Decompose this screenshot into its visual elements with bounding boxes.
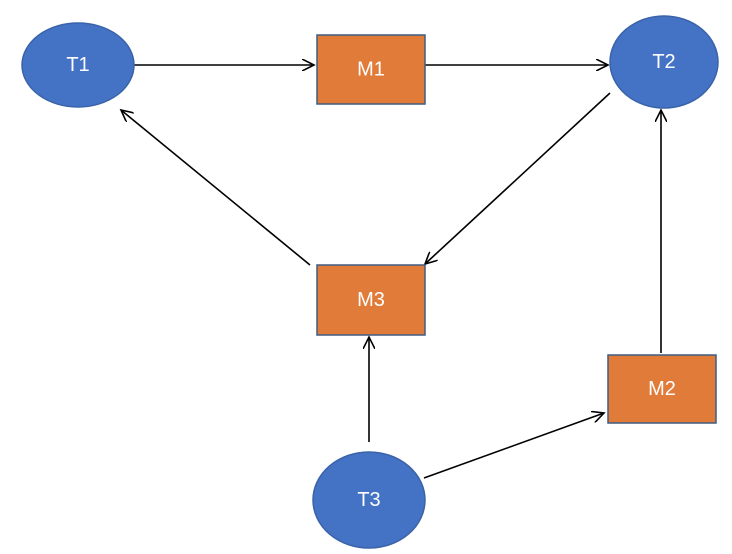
node-t3-label: T3 — [357, 489, 380, 511]
node-t1-ellipse — [21, 22, 135, 108]
edge-t2-to-m3 — [425, 92, 611, 264]
edge-m3-to-t1 — [121, 110, 311, 266]
node-t3-ellipse — [312, 451, 426, 549]
node-m1-box — [316, 34, 426, 105]
node-m3: M3 — [316, 264, 426, 336]
edges-layer — [121, 65, 661, 479]
node-t3: T3 — [312, 451, 426, 549]
node-m3-label: M3 — [357, 289, 385, 311]
node-t1-label: T1 — [66, 54, 89, 76]
node-m2: M2 — [607, 354, 717, 424]
node-m1: M1 — [316, 34, 426, 105]
node-m2-label: M2 — [648, 378, 676, 400]
node-t1: T1 — [21, 22, 135, 108]
node-t2: T2 — [609, 15, 719, 109]
edge-t3-to-m2 — [423, 413, 604, 479]
node-m1-label: M1 — [357, 59, 385, 81]
node-t2-ellipse — [609, 15, 719, 109]
node-m3-box — [316, 264, 426, 336]
node-t2-label: T2 — [652, 51, 675, 73]
node-m2-box — [607, 354, 717, 424]
